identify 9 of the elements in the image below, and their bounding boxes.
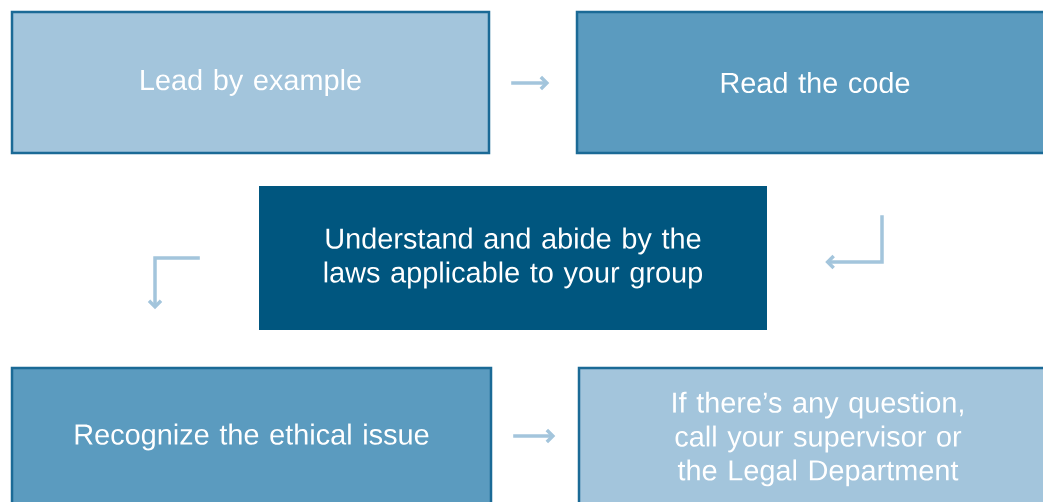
process-box: Read the code (575, 10, 1043, 155)
arrow (511, 75, 550, 91)
arrow (513, 428, 556, 444)
process-box: Understand and abide by the laws applicable to your group (259, 186, 767, 330)
process-box: Recognize the ethical issue (10, 366, 493, 502)
process-box: Lead by example (10, 10, 491, 155)
arrow (825, 215, 884, 270)
process-box: If there’s any question, call your supervisor or the Legal Department (577, 366, 1043, 502)
arrow (147, 256, 200, 310)
